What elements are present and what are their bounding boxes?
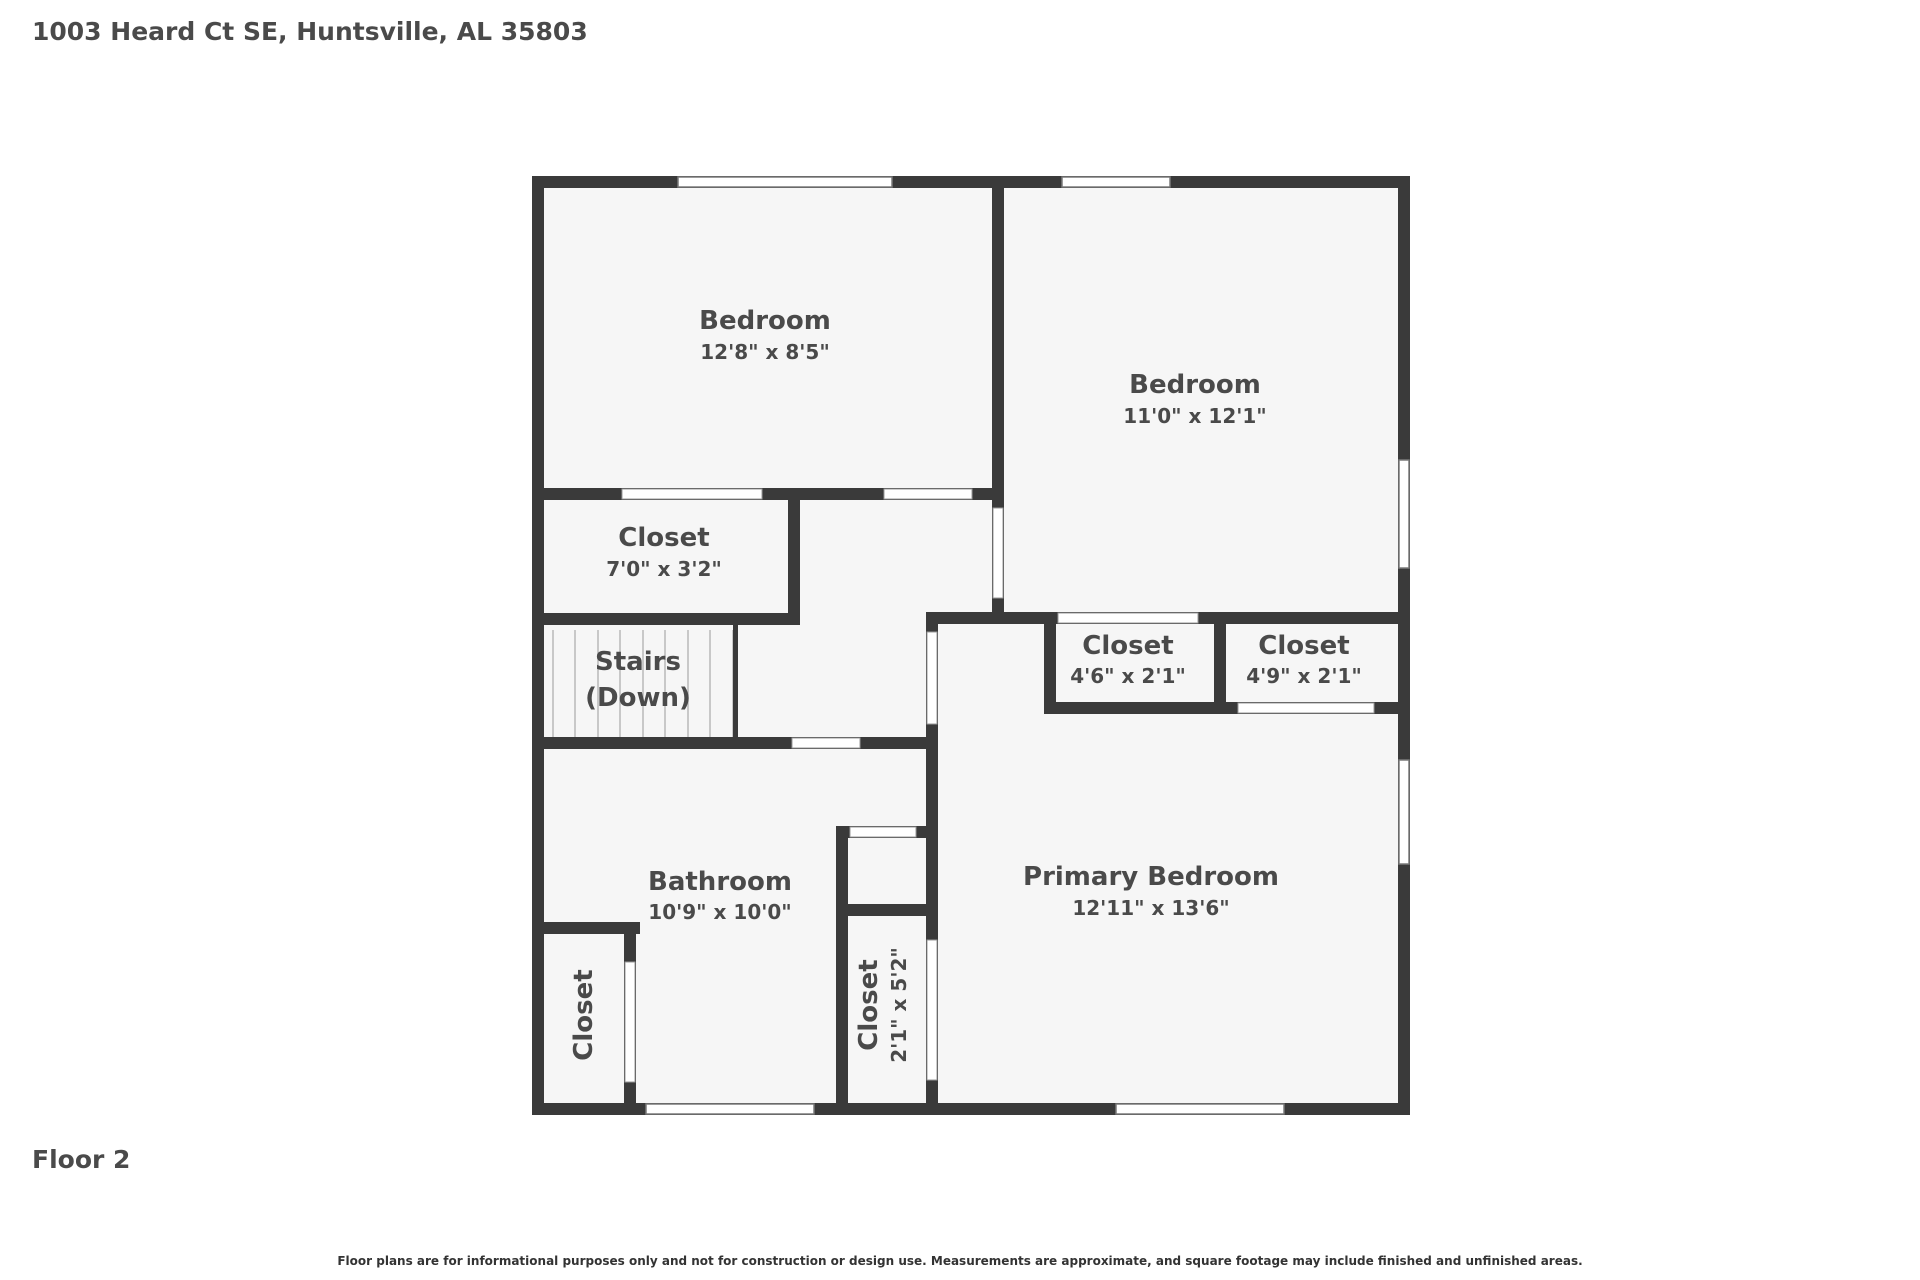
- room-name: Closet: [854, 959, 884, 1050]
- room-dimensions: 12'11" x 13'6": [1072, 896, 1229, 920]
- room-name: Bathroom: [648, 867, 792, 897]
- room-dimensions: 4'6" x 2'1": [1070, 664, 1186, 688]
- room-subtitle: (Down): [585, 683, 691, 713]
- room-name: Bedroom: [1129, 370, 1261, 400]
- room-name: Closet: [569, 969, 599, 1060]
- stair-treads: [552, 630, 734, 738]
- room-dimensions: 10'9" x 10'0": [648, 900, 791, 924]
- room-name: Stairs: [595, 647, 681, 677]
- disclaimer: Floor plans are for informational purpos…: [337, 1254, 1583, 1268]
- room-dimensions: 7'0" x 3'2": [606, 557, 722, 581]
- windows: [645, 176, 1410, 1115]
- room-name: Closet: [1082, 631, 1173, 661]
- room-bedroom-nw: Bedroom 12'8" x 8'5": [699, 306, 831, 364]
- room-bedroom-ne: Bedroom 11'0" x 12'1": [1123, 370, 1266, 428]
- property-address: 1003 Heard Ct SE, Huntsville, AL 35803: [32, 17, 588, 46]
- room-name: Bedroom: [699, 306, 831, 336]
- room-bathroom: Bathroom 10'9" x 10'0": [648, 867, 792, 924]
- room-closet-nw: Closet 7'0" x 3'2": [606, 523, 722, 581]
- room-dimensions: 11'0" x 12'1": [1123, 404, 1266, 428]
- room-closet-mid: Closet 4'6" x 2'1": [1070, 631, 1186, 688]
- room-closet-small: Closet 2'1" x 5'2": [854, 947, 911, 1063]
- room-dimensions: 4'9" x 2'1": [1246, 664, 1362, 688]
- room-primary-bedroom: Primary Bedroom 12'11" x 13'6": [1023, 862, 1279, 920]
- room-stairs: Stairs (Down): [585, 647, 691, 713]
- room-closet-east: Closet 4'9" x 2'1": [1246, 631, 1362, 688]
- floor-label: Floor 2: [32, 1145, 131, 1174]
- room-dimensions: 2'1" x 5'2": [887, 947, 911, 1063]
- room-name: Closet: [1258, 631, 1349, 661]
- floor-area: [536, 180, 1410, 1115]
- doorways: [621, 488, 1375, 1083]
- room-closet-sw: Closet: [569, 969, 599, 1060]
- room-name: Primary Bedroom: [1023, 862, 1279, 892]
- room-dimensions: 12'8" x 8'5": [700, 340, 830, 364]
- room-name: Closet: [618, 523, 709, 553]
